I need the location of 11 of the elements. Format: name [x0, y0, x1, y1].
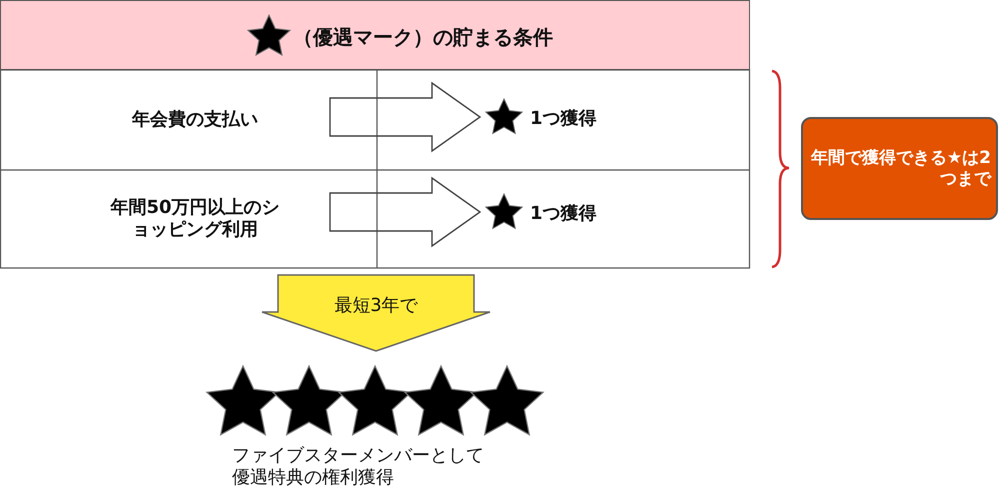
- header-title: （優遇マーク）の貯まる条件: [293, 24, 553, 51]
- note-box: 年間で獲得できる★は2つまで: [801, 117, 998, 220]
- row-label: 年会費の支払い: [60, 70, 330, 170]
- result-label: 1つ獲得: [530, 202, 597, 225]
- goal-text: ファイブスターメンバーとして優遇特典の権利獲得: [232, 445, 485, 489]
- row-label: 年間50万円以上のショッピング利用: [60, 170, 330, 268]
- block-arrow: [329, 176, 482, 248]
- block-arrow: [329, 82, 482, 152]
- arrow-label: 最短3年で: [333, 294, 419, 317]
- header-band: [0, 0, 750, 70]
- result-label: 1つ獲得: [530, 107, 597, 130]
